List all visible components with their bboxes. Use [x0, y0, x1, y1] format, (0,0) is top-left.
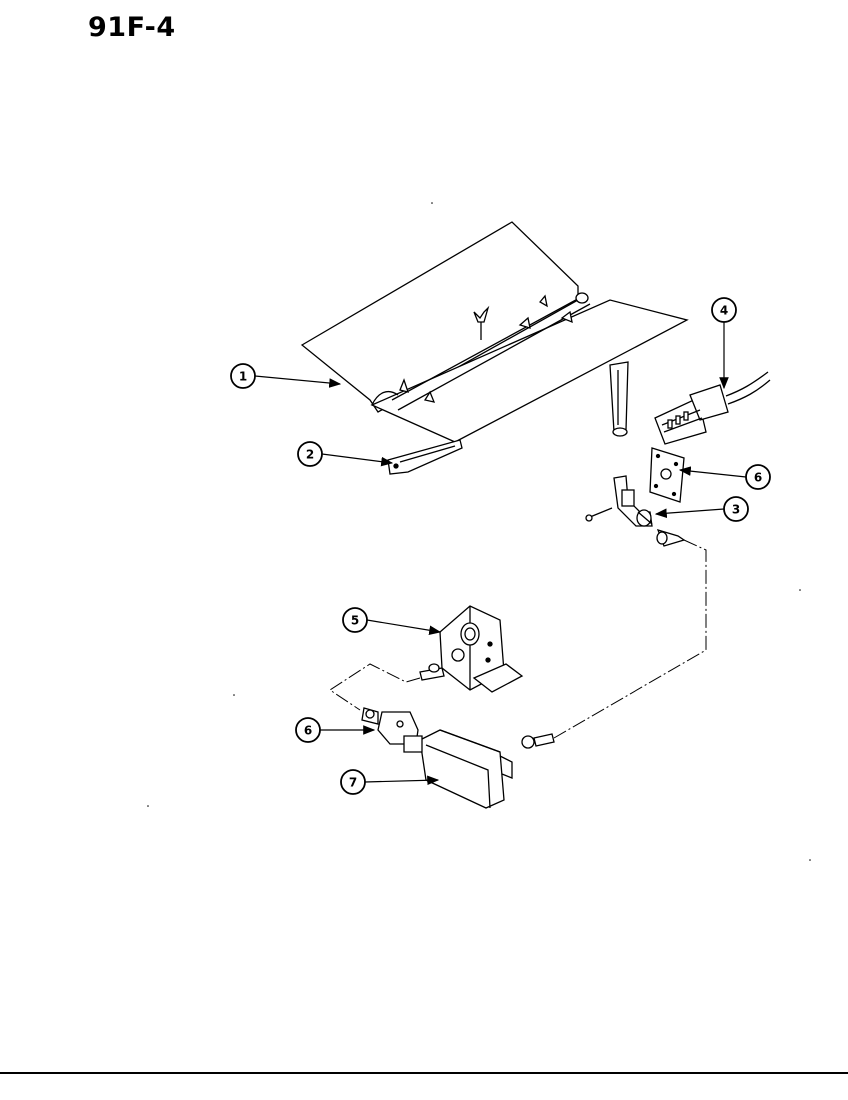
part-gas-valve — [419, 605, 524, 693]
scan-specks — [147, 202, 811, 861]
svg-text:5: 5 — [351, 614, 359, 628]
connection-lines — [329, 539, 707, 739]
svg-text:4: 4 — [720, 304, 728, 318]
svg-text:2: 2 — [306, 448, 314, 462]
part-support-post — [609, 361, 629, 437]
part-bolt — [521, 733, 555, 749]
callout-2: 2 — [297, 441, 323, 467]
part-electrode-connector — [654, 371, 771, 445]
callout-6-lower: 6 — [295, 717, 321, 743]
svg-text:6: 6 — [754, 471, 762, 485]
svg-text:7: 7 — [349, 776, 357, 790]
callout-7: 7 — [340, 769, 366, 795]
part-flame-spreader — [300, 221, 689, 443]
part-control-box — [403, 729, 513, 809]
page-code: 91F-4 — [88, 12, 176, 43]
callout-5: 5 — [342, 607, 368, 633]
svg-text:1: 1 — [239, 370, 247, 384]
callout-1: 1 — [230, 363, 256, 389]
bottom-rule — [0, 1072, 848, 1074]
part-bracket-strap — [387, 439, 463, 475]
svg-text:6: 6 — [304, 724, 312, 738]
svg-text:3: 3 — [732, 503, 740, 517]
part-mounting-plate — [649, 447, 685, 503]
callout-leaders — [254, 322, 747, 786]
callout-6-upper: 6 — [745, 464, 771, 490]
callout-4: 4 — [711, 297, 737, 323]
callout-3: 3 — [723, 496, 749, 522]
